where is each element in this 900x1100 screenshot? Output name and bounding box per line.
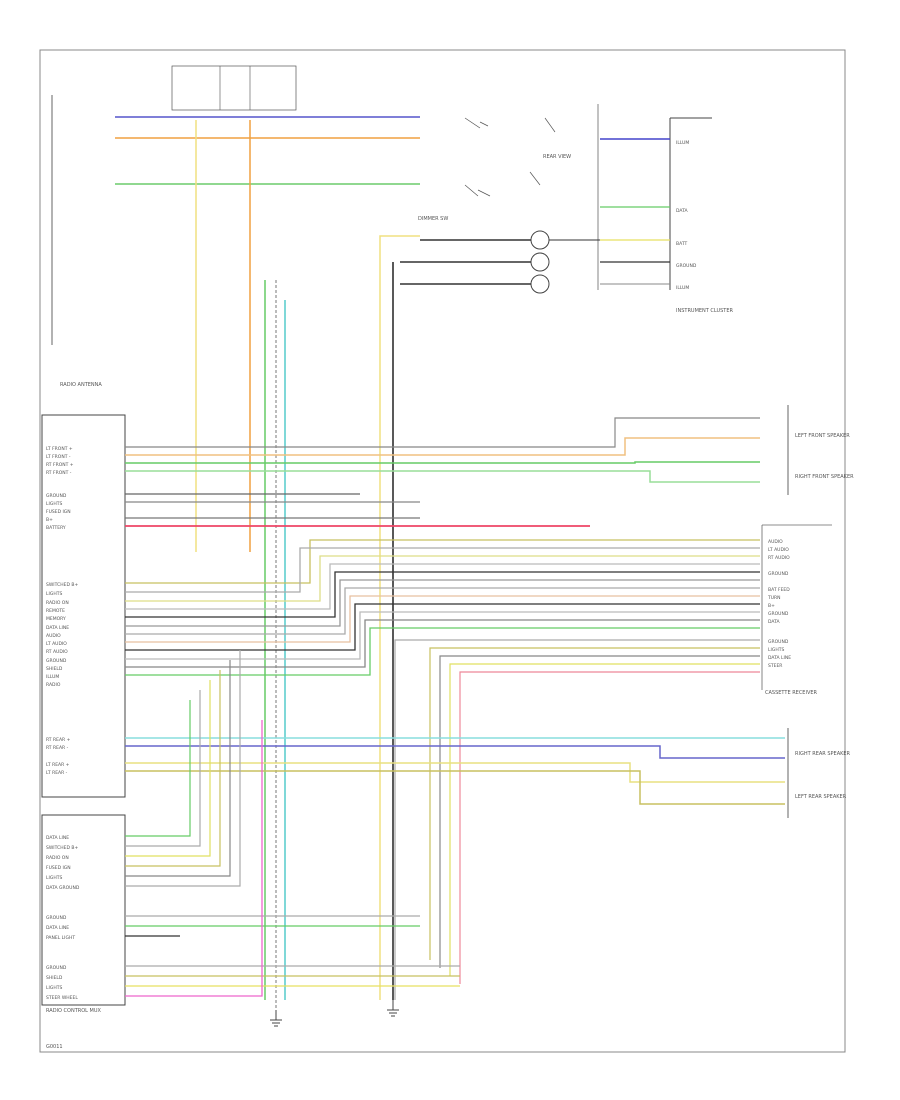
svg-text:RT REAR +: RT REAR + bbox=[46, 737, 71, 743]
footer-code: G0011 bbox=[46, 1044, 63, 1050]
amp-wires-mid bbox=[125, 539, 760, 676]
svg-text:LT FRONT -: LT FRONT - bbox=[46, 454, 71, 460]
cassette-label: CASSETTE RECEIVER bbox=[765, 690, 818, 696]
wire-yellow-vertical bbox=[379, 235, 420, 1000]
amp-mid-pin-labels: SWITCHED B+ LIGHTS RADIO ON REMOTE MEMOR… bbox=[46, 582, 78, 688]
radio-pin-labels: DATA LINE SWITCHED B+ RADIO ON FUSED IGN… bbox=[46, 835, 80, 1001]
svg-text:DATA LINE: DATA LINE bbox=[46, 625, 69, 631]
svg-text:RADIO: RADIO bbox=[46, 682, 61, 688]
svg-text:RT FRONT +: RT FRONT + bbox=[46, 462, 74, 468]
svg-text:DATA GROUND: DATA GROUND bbox=[46, 885, 80, 891]
svg-text:LT REAR -: LT REAR - bbox=[46, 770, 68, 776]
svg-text:BAT FEED: BAT FEED bbox=[768, 587, 790, 593]
svg-text:RT FRONT -: RT FRONT - bbox=[46, 470, 72, 476]
svg-text:ILLUM: ILLUM bbox=[676, 140, 689, 146]
right-pin-labels: AUDIO LT AUDIO RT AUDIO GROUND BAT FEED … bbox=[767, 539, 791, 669]
svg-text:LIGHTS: LIGHTS bbox=[46, 501, 62, 507]
svg-text:SHIELD: SHIELD bbox=[46, 666, 63, 672]
top-left-connector bbox=[51, 65, 297, 345]
svg-text:GROUND: GROUND bbox=[46, 658, 67, 664]
svg-text:DATA LINE: DATA LINE bbox=[768, 655, 791, 661]
cassette-wires bbox=[394, 639, 760, 1000]
svg-text:STEER WHEEL: STEER WHEEL bbox=[46, 995, 78, 1001]
svg-text:GROUND: GROUND bbox=[46, 915, 67, 921]
svg-text:GROUND: GROUND bbox=[46, 965, 67, 971]
cluster-label: INSTRUMENT CLUSTER bbox=[676, 308, 734, 314]
svg-text:REMOTE: REMOTE bbox=[46, 608, 65, 614]
l-rear-spk-label: LEFT REAR SPEAKER bbox=[795, 794, 847, 800]
svg-text:DATA LINE: DATA LINE bbox=[46, 835, 69, 841]
svg-text:GROUND: GROUND bbox=[768, 611, 789, 617]
svg-text:LT AUDIO: LT AUDIO bbox=[768, 547, 789, 553]
svg-text:RT REAR -: RT REAR - bbox=[46, 745, 69, 751]
cluster-pin-labels: ILLUM DATA BATT GROUND ILLUM bbox=[676, 140, 697, 291]
svg-text:LT FRONT +: LT FRONT + bbox=[46, 446, 73, 452]
svg-text:SWITCHED B+: SWITCHED B+ bbox=[46, 582, 78, 588]
svg-text:LIGHTS: LIGHTS bbox=[46, 591, 62, 597]
svg-text:LIGHTS: LIGHTS bbox=[46, 985, 62, 991]
svg-text:MEMORY: MEMORY bbox=[46, 616, 66, 622]
svg-text:ILLUM: ILLUM bbox=[46, 674, 59, 680]
radio-label: RADIO CONTROL MUX bbox=[46, 1008, 102, 1014]
svg-text:RT AUDIO: RT AUDIO bbox=[768, 555, 790, 561]
relay-switches bbox=[464, 117, 556, 294]
speaker-connectors bbox=[761, 405, 832, 818]
svg-text:RADIO ON: RADIO ON bbox=[46, 600, 69, 606]
svg-text:TURN: TURN bbox=[767, 595, 781, 601]
amp-pin-labels: LT FRONT + LT FRONT - RT FRONT + RT FRON… bbox=[46, 446, 74, 531]
svg-text:STEER: STEER bbox=[768, 663, 782, 669]
r-spk-label: RIGHT FRONT SPEAKER bbox=[795, 474, 854, 480]
svg-text:FUSED IGN: FUSED IGN bbox=[46, 509, 71, 515]
svg-text:GROUND: GROUND bbox=[768, 571, 789, 577]
svg-text:LIGHTS: LIGHTS bbox=[768, 647, 784, 653]
ground-symbols bbox=[270, 1000, 399, 1027]
svg-text:DATA: DATA bbox=[676, 208, 689, 214]
svg-text:GROUND: GROUND bbox=[768, 639, 789, 645]
antenna-label: RADIO ANTENNA bbox=[60, 382, 102, 388]
r-rear-spk-label: RIGHT REAR SPEAKER bbox=[795, 751, 851, 757]
svg-text:RADIO ON: RADIO ON bbox=[46, 855, 69, 861]
radio-box bbox=[41, 814, 126, 1006]
svg-text:LIGHTS: LIGHTS bbox=[46, 875, 62, 881]
svg-text:B+: B+ bbox=[768, 603, 775, 609]
svg-text:FUSED IGN: FUSED IGN bbox=[46, 865, 71, 871]
svg-text:GROUND: GROUND bbox=[676, 263, 697, 269]
amp-rear-pin-labels: RT REAR + RT REAR - LT REAR + LT REAR - bbox=[46, 737, 71, 776]
svg-text:AUDIO: AUDIO bbox=[46, 633, 61, 639]
rear-view-label: REAR VIEW bbox=[543, 154, 571, 160]
svg-text:BATTERY: BATTERY bbox=[46, 525, 66, 531]
l-spk-label: LEFT FRONT SPEAKER bbox=[795, 433, 850, 439]
svg-text:DATA LINE: DATA LINE bbox=[46, 925, 69, 931]
svg-text:GROUND: GROUND bbox=[46, 493, 67, 499]
svg-text:SWITCHED B+: SWITCHED B+ bbox=[46, 845, 78, 851]
dimmer-label: DIMMER SW bbox=[418, 216, 448, 222]
svg-text:AUDIO: AUDIO bbox=[768, 539, 783, 545]
radio-wires bbox=[125, 650, 460, 997]
cluster-box bbox=[597, 104, 712, 290]
svg-text:LT REAR +: LT REAR + bbox=[46, 762, 70, 768]
svg-text:RT AUDIO: RT AUDIO bbox=[46, 649, 68, 655]
svg-text:DATA: DATA bbox=[768, 619, 781, 625]
svg-text:BATT: BATT bbox=[676, 241, 687, 247]
amp-wires-right bbox=[125, 417, 760, 527]
svg-text:LT AUDIO: LT AUDIO bbox=[46, 641, 67, 647]
diagram-frame bbox=[39, 49, 846, 1053]
svg-text:B+: B+ bbox=[46, 517, 53, 523]
svg-text:SHIELD: SHIELD bbox=[46, 975, 63, 981]
rear-speaker-wires bbox=[125, 737, 785, 805]
svg-text:ILLUM: ILLUM bbox=[676, 285, 689, 291]
svg-text:PANEL LIGHT: PANEL LIGHT bbox=[46, 935, 75, 941]
amplifier-box bbox=[41, 414, 126, 798]
